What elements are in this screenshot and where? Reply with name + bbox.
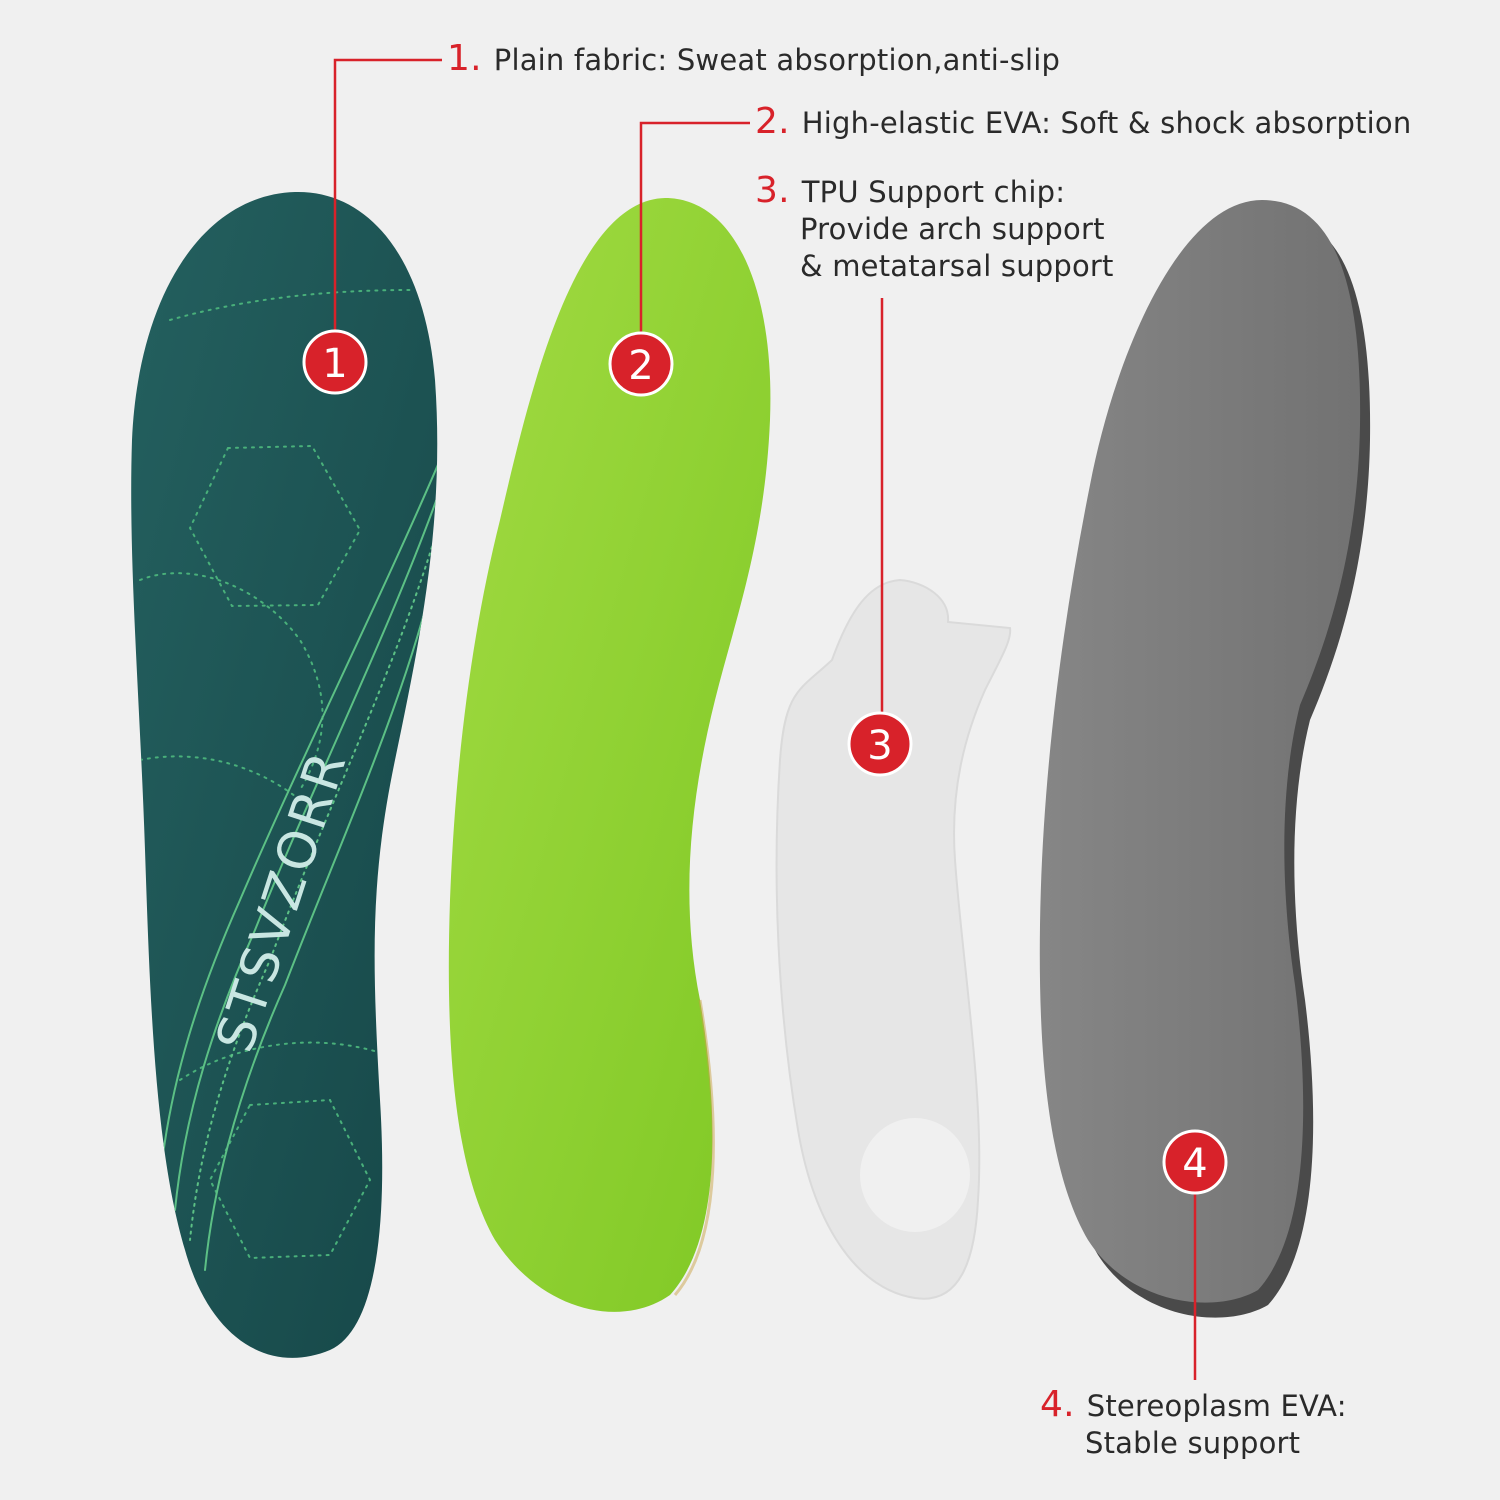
callout-text: & metatarsal support <box>800 249 1114 283</box>
svg-text:1: 1 <box>322 341 347 387</box>
callout-plain-fabric: 1. Plain fabric: Sweat absorption,anti-sl… <box>447 40 1060 79</box>
fabric-layer-insole: STSVZORR <box>131 191 438 1358</box>
callout-tpu-support-chip: 3. TPU Support chip: Provide arch support… <box>755 172 1114 285</box>
callout-stereoplasm-eva: 4. Stereoplasm EVA: Stable support <box>1040 1386 1347 1462</box>
callout-text: Plain fabric: Sweat absorption,anti-slip <box>493 43 1061 77</box>
eva-layer-insole <box>448 198 771 1312</box>
callout-number: 3. <box>755 170 790 211</box>
svg-text:3: 3 <box>867 723 892 769</box>
callout-text: Provide arch support <box>800 212 1105 246</box>
badge-3: 3 <box>847 711 913 777</box>
callout-text: High-elastic EVA: Soft & shock absorptio… <box>801 106 1412 140</box>
callout-number: 1. <box>447 38 482 79</box>
callout-number: 4. <box>1040 1384 1075 1425</box>
badge-4: 4 <box>1162 1129 1228 1195</box>
hexagon-pattern <box>188 444 362 608</box>
callout-high-elastic-eva: 2. High-elastic EVA: Soft & shock absorpt… <box>755 103 1411 142</box>
badge-1: 1 <box>302 329 368 395</box>
tpu-support-chip <box>775 578 1012 1300</box>
svg-text:2: 2 <box>628 343 653 389</box>
base-layer-insole <box>1039 200 1371 1318</box>
callout-text: Stable support <box>1085 1426 1301 1460</box>
svg-text:4: 4 <box>1182 1141 1207 1187</box>
callout-text: Stereoplasm EVA: <box>1086 1389 1347 1423</box>
badge-2: 2 <box>608 331 674 397</box>
callout-text: TPU Support chip: <box>801 175 1066 209</box>
leader-lines <box>333 58 1197 1380</box>
callout-number: 2. <box>755 101 790 142</box>
heel-cutout <box>860 1118 970 1232</box>
